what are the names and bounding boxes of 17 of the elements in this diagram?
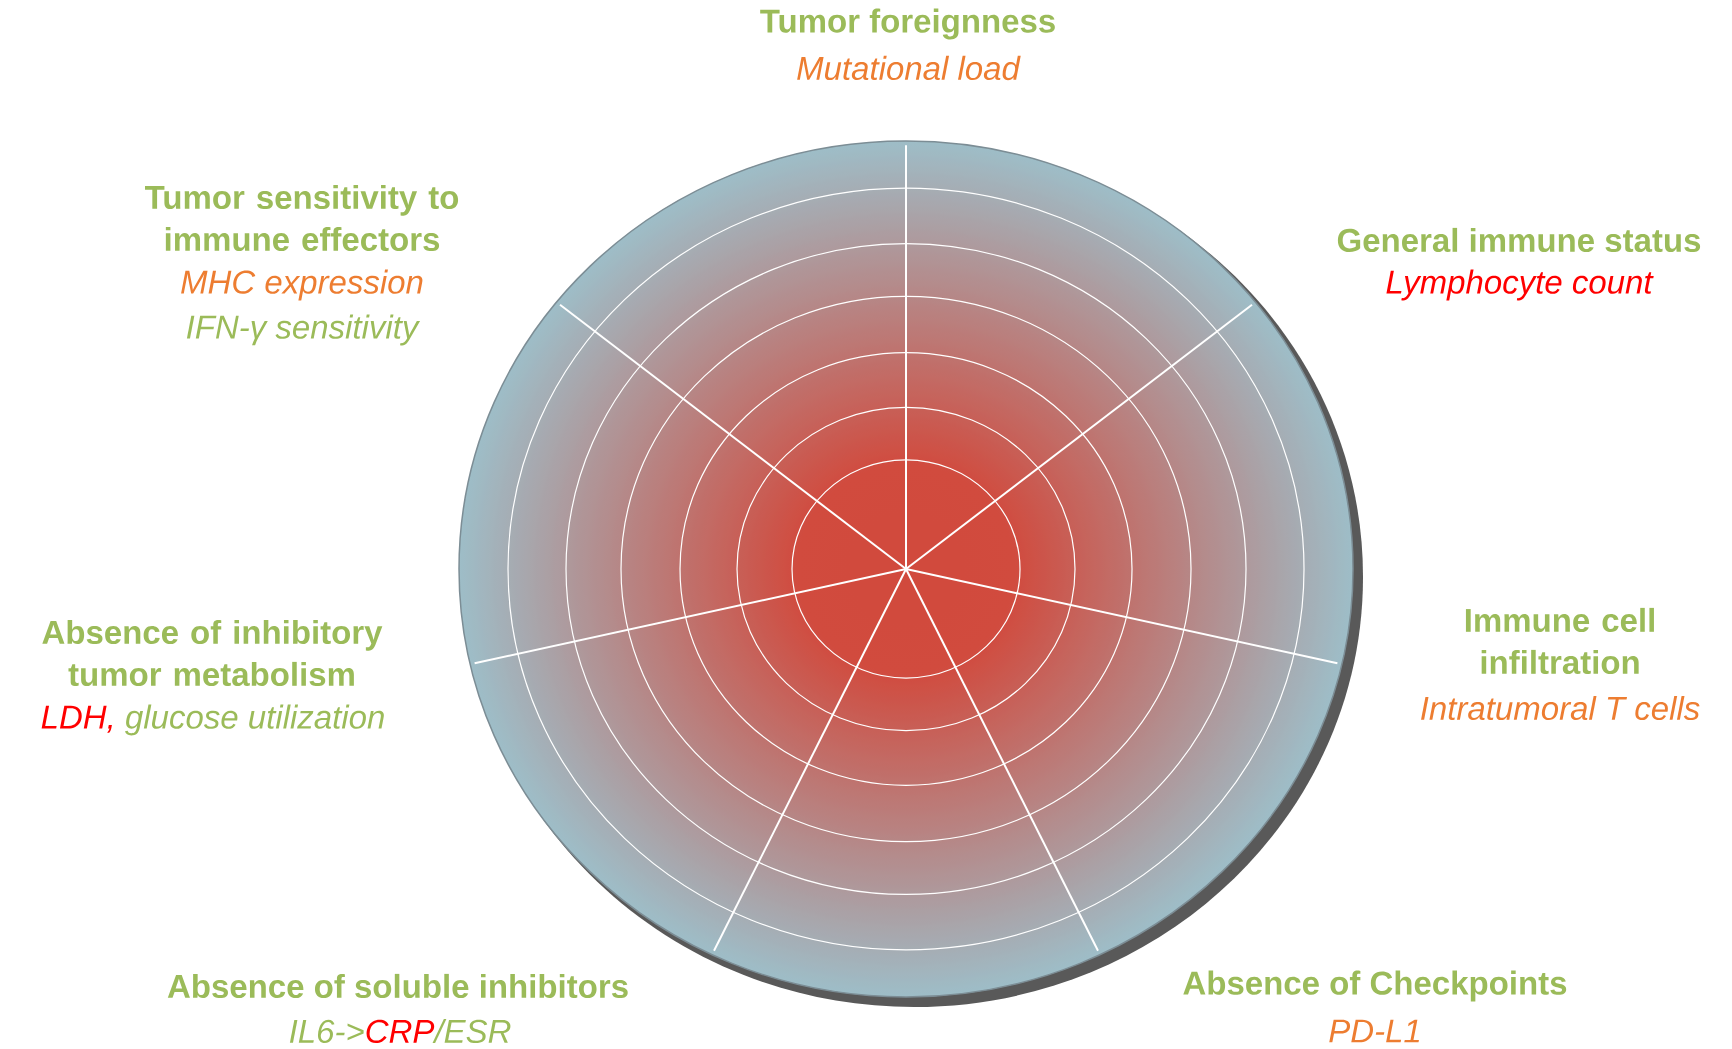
metric-label: Mutational load <box>797 55 1021 81</box>
metric-label: IL6-> <box>289 1019 364 1044</box>
metric-label: /ESR <box>432 1018 511 1044</box>
metric-label: PD-L1 <box>1329 1019 1419 1043</box>
axis-label: Absence of Checkpoints <box>1183 970 1567 1002</box>
axis-label: Tumor foreignness <box>760 8 1055 40</box>
metric-label: MHC expression <box>181 269 423 301</box>
axis-label: Tumor sensitivity to immune effectors <box>145 184 459 252</box>
metric-label: Lymphocyte count <box>1386 269 1654 301</box>
axis-label: Immune cell infiltration <box>1465 607 1654 675</box>
metric-label: glucose utilization <box>125 704 384 736</box>
axis-label: Absence of soluble inhibitors <box>167 973 628 999</box>
metric-label: LDH, <box>41 705 112 733</box>
axis-label: General immune status <box>1337 227 1701 253</box>
metric-label: CRP <box>366 1019 435 1044</box>
metric-label: IFN-γ sensitivity <box>186 314 421 346</box>
metric-label: Intratumoral T cells <box>1421 695 1700 721</box>
